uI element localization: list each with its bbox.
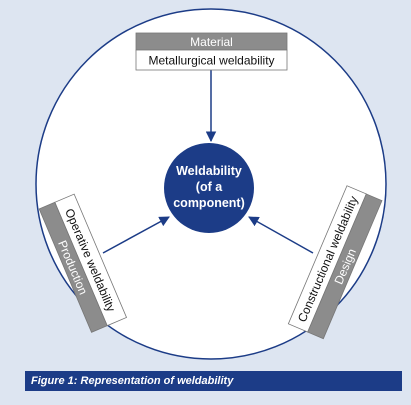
top-box: Material Metallurgical weldability: [135, 32, 288, 71]
right-box-header-bg: [307, 193, 383, 340]
arrow-right: [248, 216, 314, 254]
left-box-header-bg: [38, 201, 108, 333]
arrow-left: [102, 216, 170, 254]
center-line-1: Weldability: [176, 164, 242, 178]
top-box-header: Material: [190, 35, 233, 49]
center-line-2: (of a: [196, 180, 223, 194]
caption-bar: Figure 1: Representation of weldability: [25, 371, 402, 391]
weldability-diagram: Weldability (of a component) Material Me…: [35, 8, 387, 360]
center-circle: [164, 143, 254, 233]
top-box-body: Metallurgical weldability: [148, 54, 274, 68]
center-line-3: component): [173, 196, 245, 210]
figure-caption: Figure 1: Representation of weldability: [31, 375, 234, 387]
top-box-body-bg: [135, 49, 288, 71]
